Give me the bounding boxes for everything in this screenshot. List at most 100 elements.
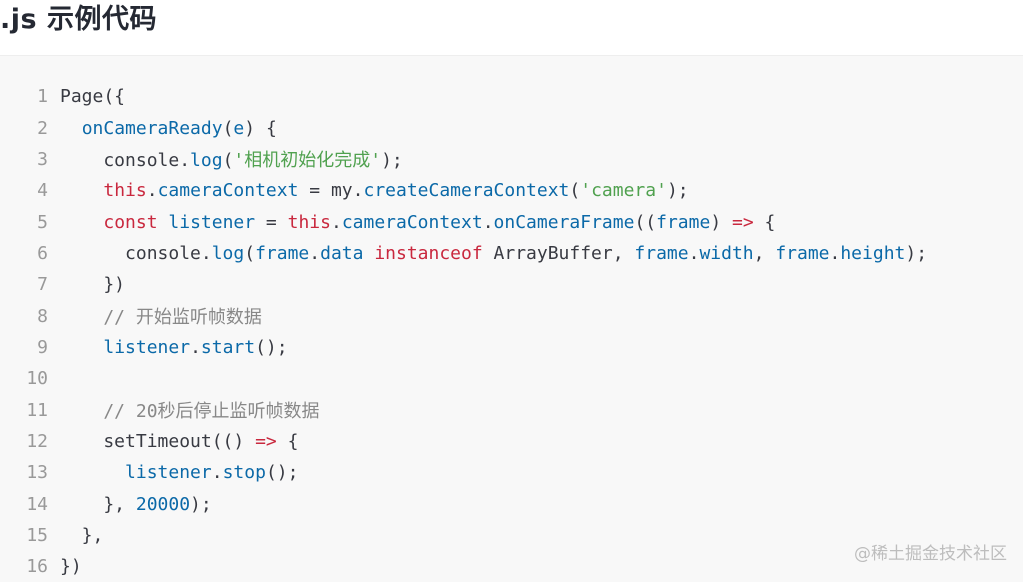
code-token: const <box>103 211 158 233</box>
code-text: Page({ <box>60 86 1023 107</box>
code-token: Page({ <box>60 86 126 108</box>
code-token: ArrayBuffer, <box>482 242 635 264</box>
code-text: listener.stop(); <box>60 462 1023 483</box>
code-line: 12 setTimeout(() => { <box>0 426 1023 457</box>
code-line: 3 console.log('相机初始化完成'); <box>0 144 1023 175</box>
code-token: // 开始监听帧数据 <box>60 307 262 329</box>
code-text: }, 20000); <box>60 494 1023 515</box>
code-text: console.log('相机初始化完成'); <box>60 146 1023 172</box>
line-number: 4 <box>37 180 48 202</box>
code-line: 10 <box>0 363 1023 394</box>
line-number: 15 <box>26 524 48 546</box>
code-text: setTimeout(() => { <box>60 431 1023 452</box>
code-token: (( <box>634 211 657 233</box>
code-token: }, <box>60 493 136 515</box>
code-token: . <box>829 242 841 264</box>
code-line: 13 listener.stop(); <box>0 457 1023 488</box>
line-number: 13 <box>26 462 48 484</box>
code-token: . <box>190 336 201 358</box>
code-token: width <box>699 242 754 264</box>
code-text <box>60 368 1023 389</box>
code-token <box>60 368 71 389</box>
code-token <box>60 118 82 139</box>
code-token: = <box>255 211 288 233</box>
code-token: ); <box>666 180 689 202</box>
line-number: 1 <box>37 86 48 108</box>
code-line: 2 onCameraReady(e) { <box>0 112 1023 143</box>
code-text: // 20秒后停止监听帧数据 <box>60 397 1023 423</box>
code-token: this <box>103 180 147 202</box>
code-text: const listener = this.cameraContext.onCa… <box>60 212 1023 233</box>
code-token: ( <box>222 117 234 139</box>
code-token <box>158 212 169 233</box>
code-token: . <box>330 211 342 233</box>
line-number: 9 <box>37 336 48 358</box>
code-token: ( <box>222 150 234 172</box>
code-line: 1 Page({ <box>0 81 1023 112</box>
line-number: 16 <box>26 556 48 578</box>
code-token: console. <box>60 150 191 172</box>
code-token: e <box>233 117 245 139</box>
code-token: frame <box>634 242 689 264</box>
code-token: onCameraReady <box>81 117 223 139</box>
code-token: (); <box>265 462 299 484</box>
code-token: frame <box>656 211 711 233</box>
line-number: 5 <box>37 211 48 233</box>
code-token: ) <box>710 211 732 233</box>
code-text: this.cameraContext = my.createCameraCont… <box>60 180 1023 201</box>
code-line: 9 listener.start(); <box>0 332 1023 363</box>
line-number: 2 <box>37 117 48 139</box>
code-token: height <box>840 242 906 264</box>
code-text: console.log(frame.data instanceof ArrayB… <box>60 243 1023 264</box>
code-token: setTimeout(() <box>60 430 256 452</box>
code-token: listener <box>125 462 212 484</box>
code-text: listener.start(); <box>60 337 1023 358</box>
code-token: 20000 <box>135 493 191 515</box>
code-token: listener <box>168 211 256 233</box>
code-token: ( <box>244 242 256 264</box>
code-token <box>363 243 374 264</box>
code-token: data <box>320 242 364 264</box>
code-token: . <box>146 180 158 202</box>
code-token <box>60 462 125 483</box>
code-token: cameraContext <box>341 211 483 233</box>
line-number: 7 <box>37 274 48 296</box>
code-token: => <box>255 430 277 452</box>
code-token: { <box>276 430 299 452</box>
line-number: 10 <box>26 368 48 390</box>
line-number: 6 <box>37 242 48 264</box>
code-token: , <box>753 242 776 264</box>
code-token: }) <box>60 556 82 578</box>
code-line: 7 }) <box>0 269 1023 300</box>
code-token: . <box>211 462 223 484</box>
code-token: log <box>211 242 245 264</box>
code-token: }, <box>60 524 104 546</box>
code-line: 4 this.cameraContext = my.createCameraCo… <box>0 175 1023 206</box>
code-token: ( <box>569 180 581 202</box>
code-token: onCameraFrame <box>493 211 635 233</box>
code-token: ); <box>381 150 403 172</box>
code-token: ); <box>190 493 212 515</box>
code-token: frame <box>255 242 310 264</box>
code-token: . <box>309 242 321 264</box>
code-line: 11 // 20秒后停止监听帧数据 <box>0 394 1023 425</box>
code-token: stop <box>222 462 266 484</box>
line-number: 3 <box>37 148 48 170</box>
code-token: . <box>688 242 700 264</box>
line-number: 8 <box>37 305 48 327</box>
code-token: log <box>190 150 223 172</box>
code-text: onCameraReady(e) { <box>60 118 1023 139</box>
code-text: }) <box>60 274 1023 295</box>
code-text: // 开始监听帧数据 <box>60 303 1023 329</box>
code-text: }) <box>60 556 1023 577</box>
code-token: ); <box>905 242 928 264</box>
line-number: 12 <box>26 430 48 452</box>
code-line: 8 // 开始监听帧数据 <box>0 300 1023 331</box>
page-title: .js 示例代码 <box>0 4 157 35</box>
code-token: 'camera' <box>580 180 667 202</box>
code-token: // 20秒后停止监听帧数据 <box>60 401 320 423</box>
code-token: listener <box>103 336 191 358</box>
line-number: 11 <box>26 399 48 421</box>
